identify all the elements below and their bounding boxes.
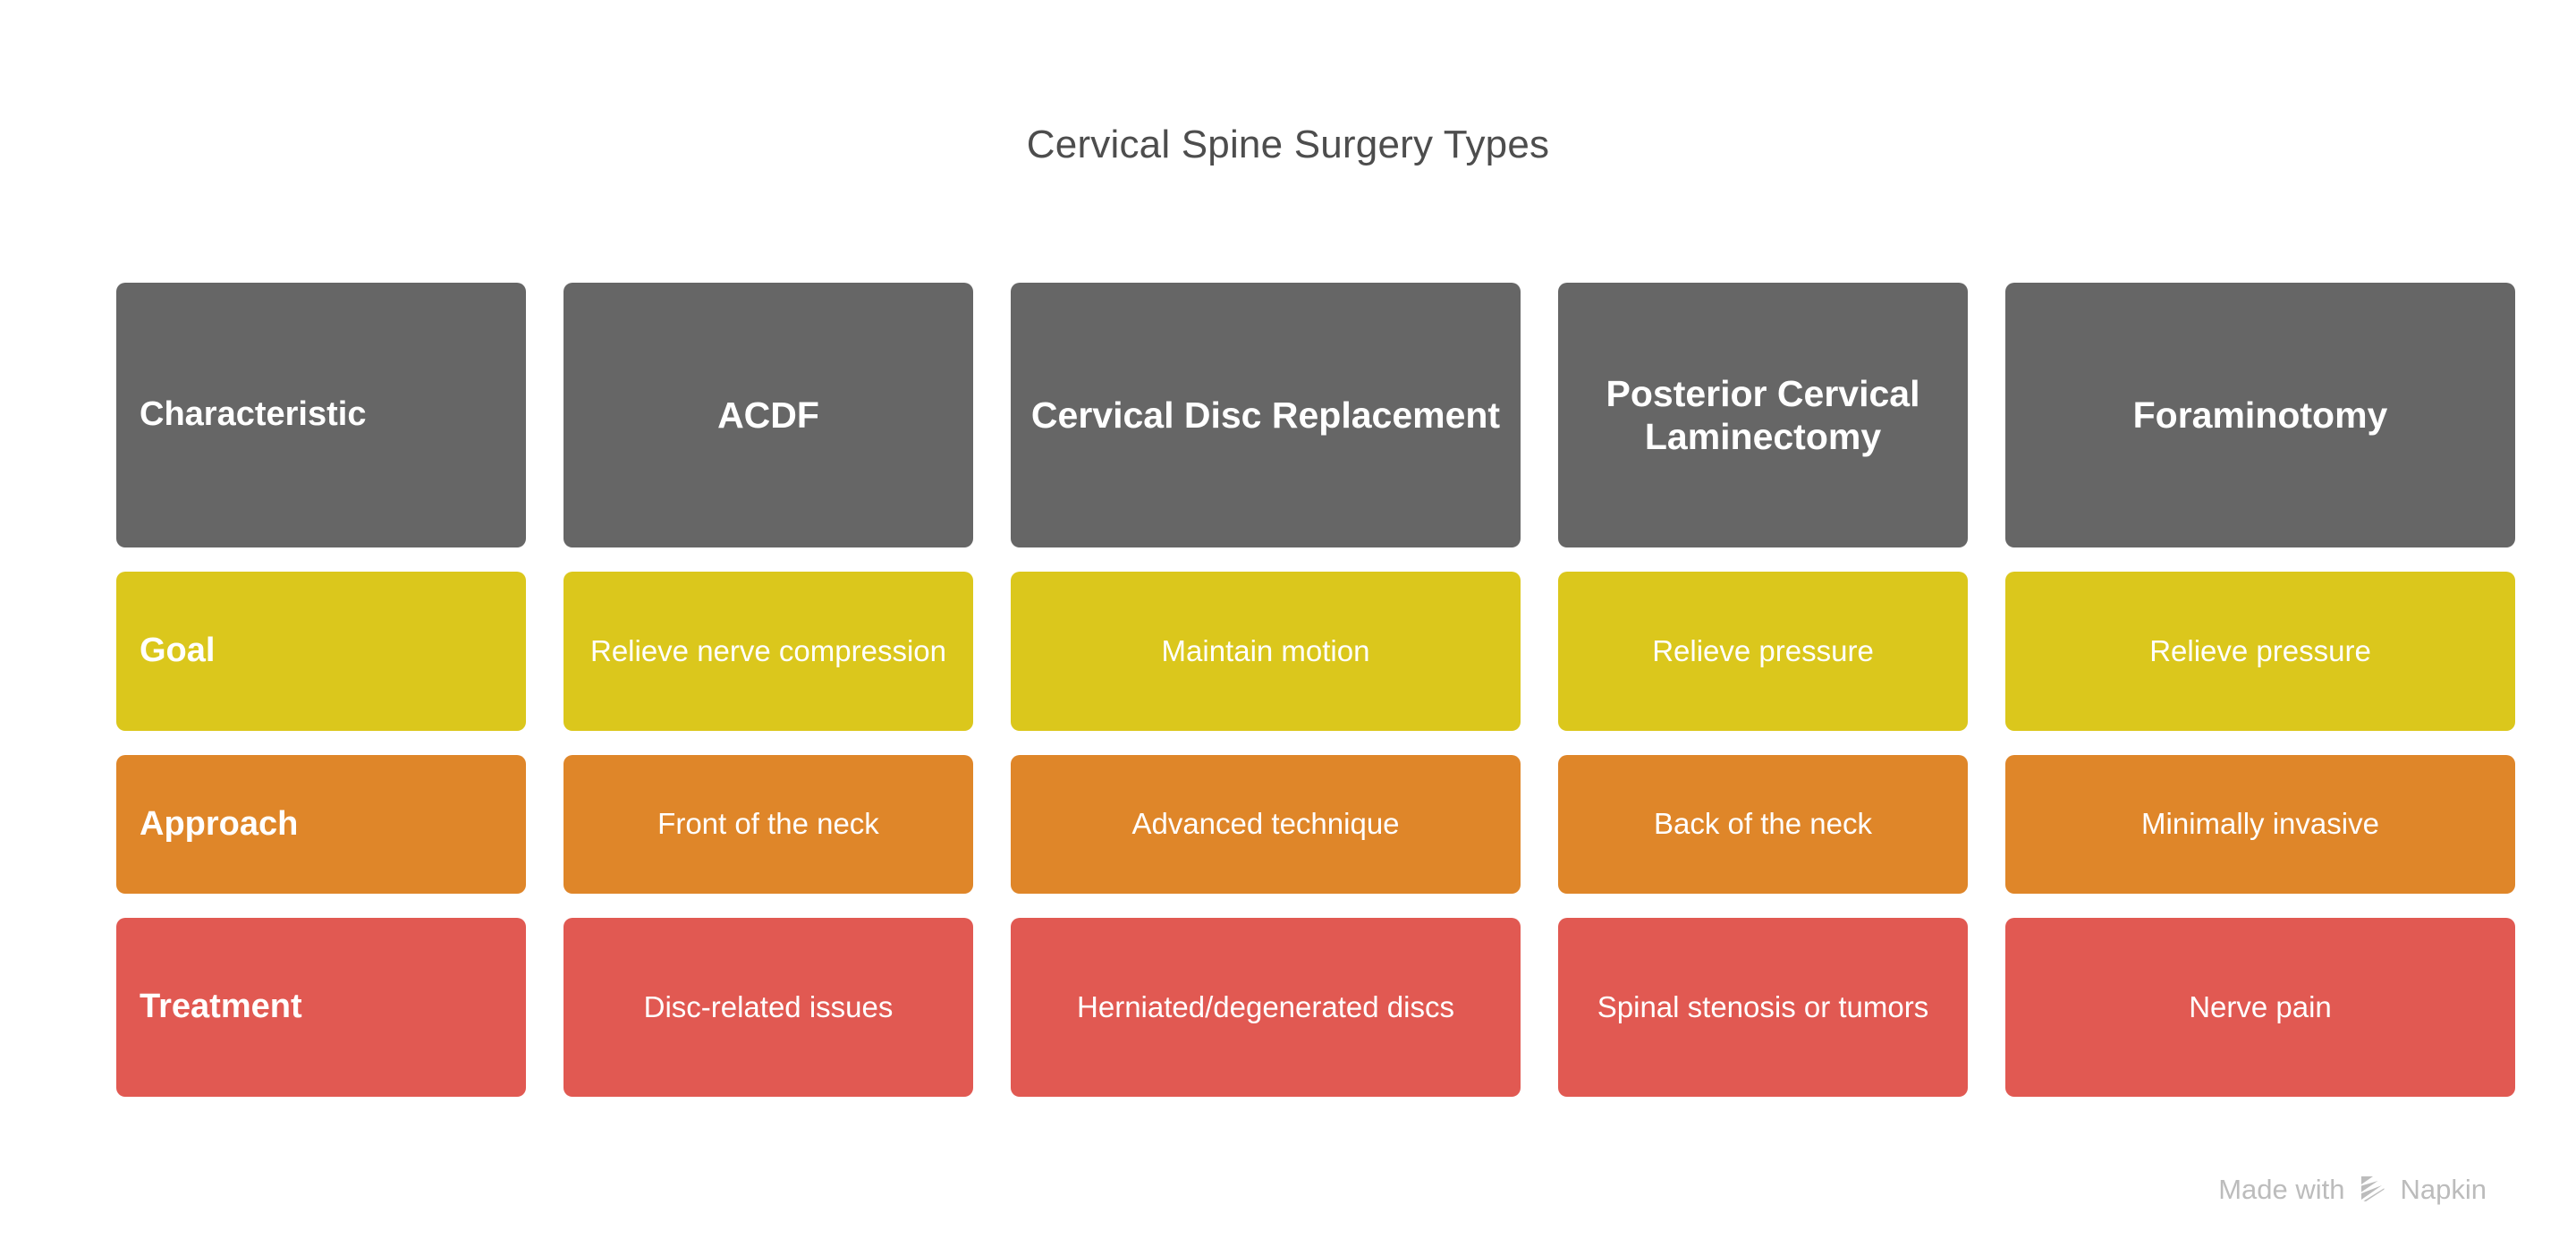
header-label-cervical-disc-replacement: Cervical Disc Replacement [1030, 394, 1501, 436]
cell-treatment-acdf: Disc-related issues [564, 918, 973, 1097]
page-title: Cervical Spine Surgery Types [1026, 123, 1550, 166]
cell-goal-foraminotomy: Relieve pressure [2005, 572, 2515, 731]
row-label-treatment: Treatment [116, 918, 526, 1097]
cell-treatment-posterior-cervical-laminectomy: Spinal stenosis or tumors [1558, 918, 1968, 1097]
watermark-prefix-text: Made with [2218, 1173, 2345, 1205]
table-header-cell-foraminotomy: Foraminotomy [2005, 283, 2515, 547]
napkin-logo-icon [2358, 1174, 2388, 1204]
table-header-cell-cervical-disc-replacement: Cervical Disc Replacement [1011, 283, 1521, 547]
cell-goal-foraminotomy-text: Relieve pressure [2149, 633, 2371, 667]
header-label-posterior-cervical-laminectomy: Posterior Cervical Laminectomy [1606, 372, 1920, 457]
cell-treatment-acdf-text: Disc-related issues [643, 989, 894, 1023]
cell-approach-acdf-text: Front of the neck [657, 807, 879, 841]
cell-treatment-foraminotomy-text: Nerve pain [2189, 989, 2332, 1023]
cell-approach-cervical-disc-replacement-text: Advanced technique [1131, 807, 1400, 841]
cell-goal-posterior-cervical-laminectomy-text: Relieve pressure [1652, 633, 1874, 667]
header-label-acdf: ACDF [717, 394, 819, 436]
row-label-treatment-text: Treatment [140, 988, 302, 1026]
cell-goal-posterior-cervical-laminectomy: Relieve pressure [1558, 572, 1968, 731]
cell-goal-cervical-disc-replacement-text: Maintain motion [1161, 633, 1370, 667]
cell-goal-acdf: Relieve nerve compression [564, 572, 973, 731]
table-header-cell-posterior-cervical-laminectomy: Posterior Cervical Laminectomy [1558, 283, 1968, 547]
header-label-characteristic: Characteristic [140, 395, 367, 434]
cell-approach-posterior-cervical-laminectomy-text: Back of the neck [1654, 807, 1872, 841]
cell-goal-cervical-disc-replacement: Maintain motion [1011, 572, 1521, 731]
cell-approach-posterior-cervical-laminectomy: Back of the neck [1558, 755, 1968, 894]
cell-approach-foraminotomy: Minimally invasive [2005, 755, 2515, 894]
row-label-approach: Approach [116, 755, 526, 894]
cell-approach-cervical-disc-replacement: Advanced technique [1011, 755, 1521, 894]
cell-approach-acdf: Front of the neck [564, 755, 973, 894]
cell-goal-acdf-text: Relieve nerve compression [589, 633, 946, 667]
napkin-watermark: Made with Napkin [2218, 1174, 2487, 1204]
watermark-brand-text: Napkin [2400, 1173, 2487, 1205]
row-label-goal-text: Goal [140, 632, 216, 670]
cell-treatment-foraminotomy: Nerve pain [2005, 918, 2515, 1097]
comparison-table: Characteristic ACDF Cervical Disc Replac… [116, 283, 2515, 1097]
cell-treatment-posterior-cervical-laminectomy-text: Spinal stenosis or tumors [1597, 989, 1929, 1023]
header-label-foraminotomy: Foraminotomy [2132, 394, 2388, 436]
cell-treatment-cervical-disc-replacement: Herniated/degenerated discs [1011, 918, 1521, 1097]
row-label-approach-text: Approach [140, 804, 299, 843]
table-header-cell-acdf: ACDF [564, 283, 973, 547]
cell-treatment-cervical-disc-replacement-text: Herniated/degenerated discs [1077, 989, 1454, 1023]
row-label-goal: Goal [116, 572, 526, 731]
table-header-cell-characteristic: Characteristic [116, 283, 526, 547]
cell-approach-foraminotomy-text: Minimally invasive [2141, 807, 2379, 841]
